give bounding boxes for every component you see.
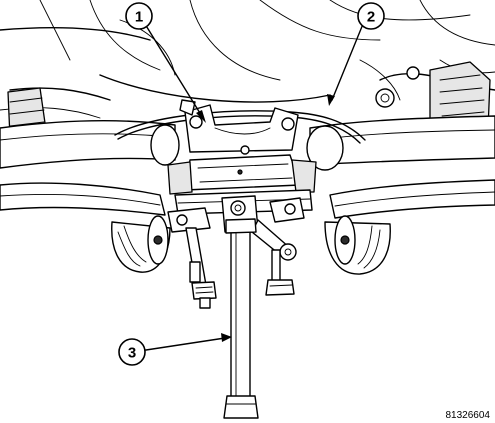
underbody-floor-pan — [0, 0, 495, 119]
callout-1-arrowhead — [196, 110, 206, 123]
callout-3-arrowhead — [221, 333, 232, 342]
callout-leaders — [144, 23, 364, 351]
differential-support — [179, 99, 299, 153]
callout-2: 2 — [357, 2, 385, 30]
callout-3-leader — [145, 337, 226, 351]
rear-cross-member — [0, 115, 495, 171]
callout-3: 3 — [118, 338, 146, 366]
callout-1: 1 — [125, 2, 153, 30]
callout-1-leader — [144, 23, 204, 119]
jack-stand-post — [223, 218, 259, 419]
jack-left-arm — [185, 227, 217, 309]
callout-1-label: 1 — [135, 9, 143, 26]
callout-2-leader — [331, 23, 364, 101]
jack-right-arm — [251, 219, 297, 296]
callout-2-arrowhead — [327, 94, 335, 106]
callout-2-label: 2 — [367, 9, 375, 26]
figure-id: 81326604 — [446, 410, 491, 421]
left-tire — [111, 215, 171, 273]
callout-3-label: 3 — [128, 345, 136, 362]
lower-control-arms — [0, 179, 495, 219]
right-tire — [324, 215, 391, 275]
